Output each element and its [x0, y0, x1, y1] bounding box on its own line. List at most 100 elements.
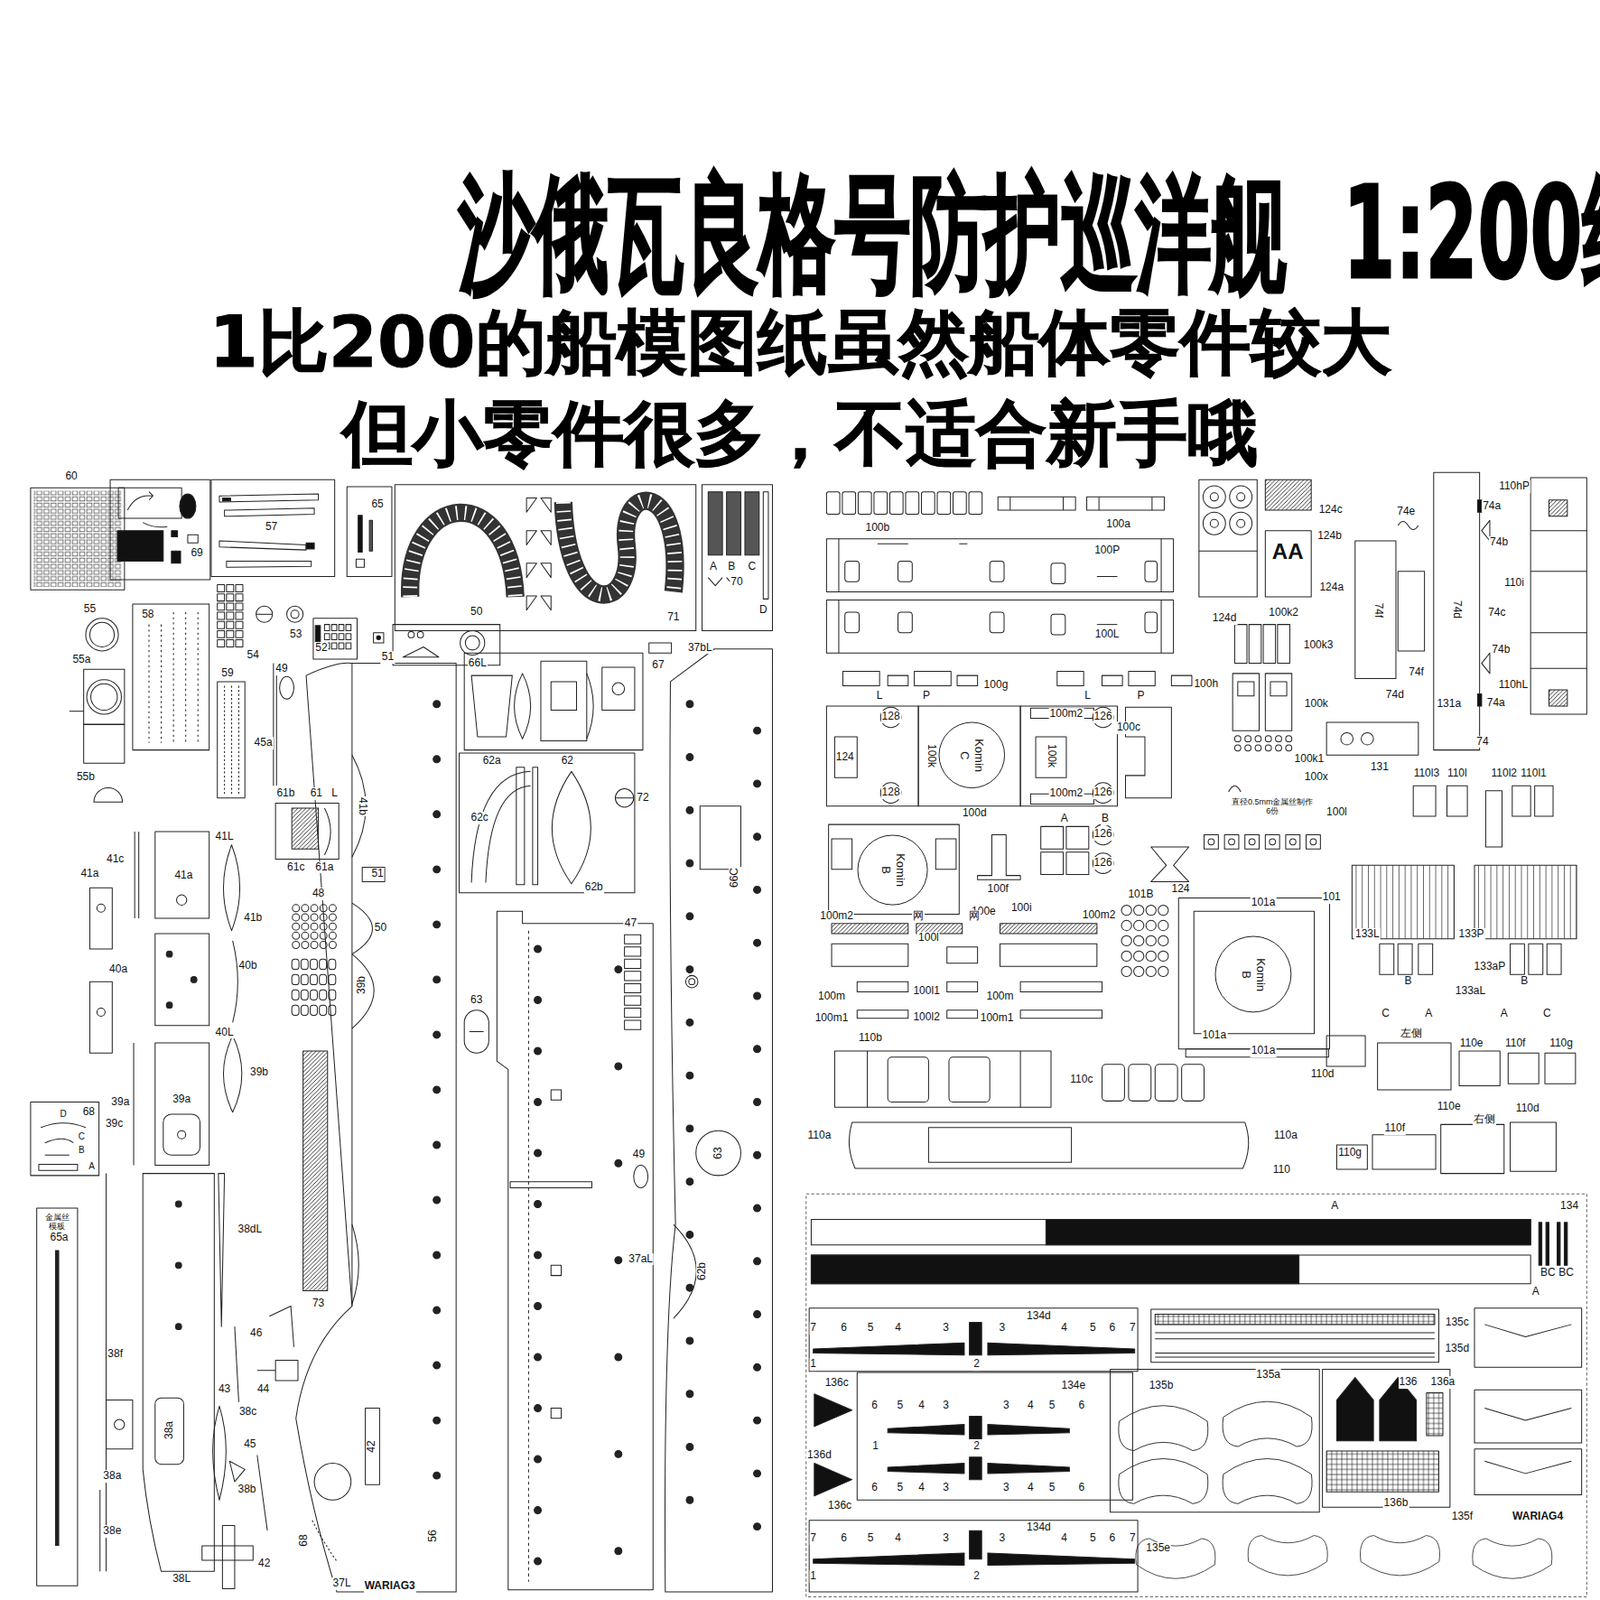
part-number: 38e	[102, 1525, 122, 1538]
part-number: 5	[1088, 1532, 1098, 1545]
wire-template-65a	[55, 1249, 60, 1546]
part-100i-squares	[1066, 826, 1089, 849]
part-number: 41a	[173, 869, 194, 883]
part-number: 74f	[1371, 601, 1385, 619]
label-anchor: 49	[632, 1148, 646, 1162]
label-anchor: 74e	[1395, 505, 1416, 519]
part-135f-boxes	[1484, 1324, 1572, 1474]
part-number: 135f	[1451, 1511, 1474, 1525]
part-number: 直径0.5mm金属丝制作6份	[1228, 796, 1317, 816]
label-anchor: 40a	[108, 963, 129, 977]
part-number: 100m2	[1049, 787, 1085, 800]
part-number: 110	[1272, 1163, 1292, 1177]
porthole	[686, 1125, 694, 1133]
part-100L-deck	[1097, 623, 1118, 625]
deck-piece-37aL	[496, 911, 653, 1591]
part-100g-100h	[957, 675, 978, 686]
part-55-rings	[69, 618, 125, 802]
part-124-set	[1229, 511, 1253, 535]
small-disc	[328, 904, 336, 912]
porthole	[614, 1062, 623, 1070]
label-anchor: A	[1423, 1007, 1433, 1021]
part-70-panels	[707, 492, 723, 556]
label-anchor: 55b	[75, 771, 96, 784]
porthole	[686, 1071, 694, 1080]
part-39-panel	[177, 1130, 187, 1139]
label-anchor: 37L	[332, 1577, 353, 1591]
part-100g-100h	[1171, 675, 1192, 686]
porthole	[614, 966, 623, 974]
part-100m-strips	[1000, 923, 1098, 934]
label-anchor: 74b	[1490, 643, 1511, 657]
part-100g-100h	[1057, 671, 1084, 687]
part-110l-set	[1413, 785, 1554, 847]
part-110-sides	[1510, 1122, 1557, 1172]
small-disc	[1208, 838, 1215, 846]
small-disc	[1255, 735, 1262, 743]
part-134-masts	[810, 1218, 1567, 1284]
part-100e-base	[831, 838, 853, 870]
part-62-arches	[471, 771, 531, 883]
small-square	[1224, 834, 1239, 849]
stack-label: Komin B	[878, 848, 907, 893]
part-number: 38b	[236, 1483, 257, 1497]
label-anchor: 124	[835, 751, 856, 764]
label-anchor: 110l	[1446, 767, 1469, 781]
part-number: BC	[1557, 1266, 1575, 1280]
hull-side-37L	[312, 1520, 337, 1562]
label-anchor: 124d	[1211, 612, 1238, 625]
part-110-sides	[1441, 1124, 1505, 1173]
part-number: L	[875, 689, 884, 703]
part-number: 126	[1093, 711, 1114, 725]
label-anchor: 右侧	[1472, 1113, 1497, 1126]
part-number: 110g	[1337, 1146, 1363, 1160]
part-58-rails	[132, 604, 210, 751]
part-100P-deck	[897, 561, 912, 583]
small-disc	[1269, 838, 1276, 846]
label-anchor: 124c	[1318, 503, 1344, 517]
small-tab	[319, 974, 327, 985]
part-110-piece	[848, 1122, 1248, 1169]
porthole	[753, 833, 762, 841]
small-square	[217, 603, 225, 611]
part-124-set	[1237, 493, 1246, 502]
porthole	[753, 885, 762, 894]
part-62-arches	[516, 767, 525, 885]
label-anchor: 100k1	[1293, 753, 1326, 766]
part-number: 49	[274, 662, 289, 676]
part-40-panel	[96, 1008, 105, 1017]
small-square	[1285, 834, 1301, 849]
label-anchor: 100i	[1010, 902, 1033, 915]
label-anchor: 61	[309, 787, 324, 800]
small-disc	[292, 922, 300, 931]
label-anchor: 124a	[1318, 581, 1345, 595]
part-124-set	[1209, 493, 1219, 502]
part-number: 136d	[806, 1449, 833, 1462]
part-number: 69	[189, 547, 204, 560]
label-anchor: 100f	[986, 883, 1010, 897]
label-anchor: 128	[881, 786, 902, 800]
part-70-panels	[702, 484, 773, 632]
label-anchor: 48	[311, 887, 326, 901]
part-number: 101B	[1126, 888, 1154, 902]
label-anchor: 55	[83, 603, 97, 616]
small-disc	[1285, 744, 1293, 752]
part-number: 100k	[1044, 743, 1058, 769]
label-anchor: 128	[881, 711, 902, 725]
label-anchor: 100l1	[911, 986, 940, 999]
label-anchor: 74c	[1487, 606, 1507, 620]
part-number: L	[330, 787, 339, 800]
part-110-sides	[1507, 1052, 1539, 1084]
deck-piece-37aL	[550, 1089, 561, 1100]
part-100e-base	[935, 838, 957, 870]
small-disc	[292, 931, 300, 940]
part-133-set	[1351, 865, 1577, 975]
part-number: 110e	[1459, 1037, 1485, 1051]
part-133-set	[1510, 943, 1526, 975]
part-134d-yards	[809, 1308, 1138, 1592]
small-disc	[1255, 744, 1262, 752]
part-number: 110d	[1515, 1103, 1541, 1117]
hull-side-37L	[351, 663, 353, 1307]
label-anchor: 134e	[1060, 1379, 1088, 1393]
part-number: 100l2	[911, 1011, 940, 1024]
